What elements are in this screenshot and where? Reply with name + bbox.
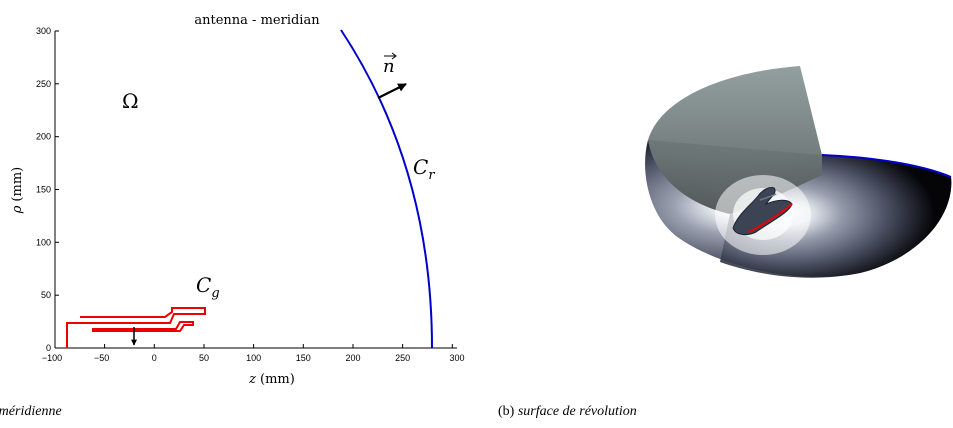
y-tick-label: 300 — [36, 26, 51, 36]
x-tick-label: 300 — [449, 353, 464, 363]
caption-revolution-surface: (b) surface de révolution — [498, 404, 637, 419]
antenna-boundary-label: Cg — [196, 273, 220, 301]
meridian-title: antenna - meridian — [194, 13, 320, 28]
normal-vector-label: n — [383, 56, 395, 77]
revolution-surface-panel — [645, 66, 952, 278]
revolution-surface-edge — [821, 154, 952, 178]
domain-label: Ω — [122, 89, 139, 113]
radiation-boundary-arc — [340, 29, 433, 349]
y-tick-label: 0 — [46, 343, 51, 353]
antenna-contour — [66, 307, 206, 348]
meridian-panel: −100 −50 0 50 100 150 200 250 300 0 50 1… — [10, 13, 465, 387]
y-axis-label: ρ(mm) — [10, 167, 25, 214]
y-tick-label: 100 — [36, 237, 51, 247]
x-tick-label: −50 — [94, 353, 109, 363]
x-tick-label: 200 — [345, 353, 360, 363]
revolution-surface-top — [648, 66, 822, 214]
normal-vector-arrow — [377, 83, 407, 99]
x-ticks: −100 −50 0 50 100 150 200 250 300 — [42, 344, 465, 363]
x-tick-label: 50 — [199, 353, 209, 363]
y-tick-label: 50 — [41, 290, 51, 300]
y-tick-label: 250 — [36, 79, 51, 89]
y-tick-label: 200 — [36, 132, 51, 142]
antenna-3d — [732, 187, 793, 236]
antenna-contour-inner — [92, 321, 194, 332]
x-axis-label: z(mm) — [248, 372, 295, 387]
normal-vector-accent — [384, 52, 397, 60]
y-ticks: 0 50 100 150 200 250 300 — [36, 26, 59, 353]
x-tick-label: 100 — [246, 353, 261, 363]
x-tick-label: 250 — [395, 353, 410, 363]
y-tick-label: 150 — [36, 185, 51, 195]
x-tick-label: 150 — [296, 353, 311, 363]
caption-meridian: )méridienne — [0, 404, 62, 419]
radiation-boundary-label: Cr — [413, 155, 435, 183]
x-tick-label: −100 — [42, 353, 62, 363]
x-tick-label: 0 — [152, 353, 157, 363]
